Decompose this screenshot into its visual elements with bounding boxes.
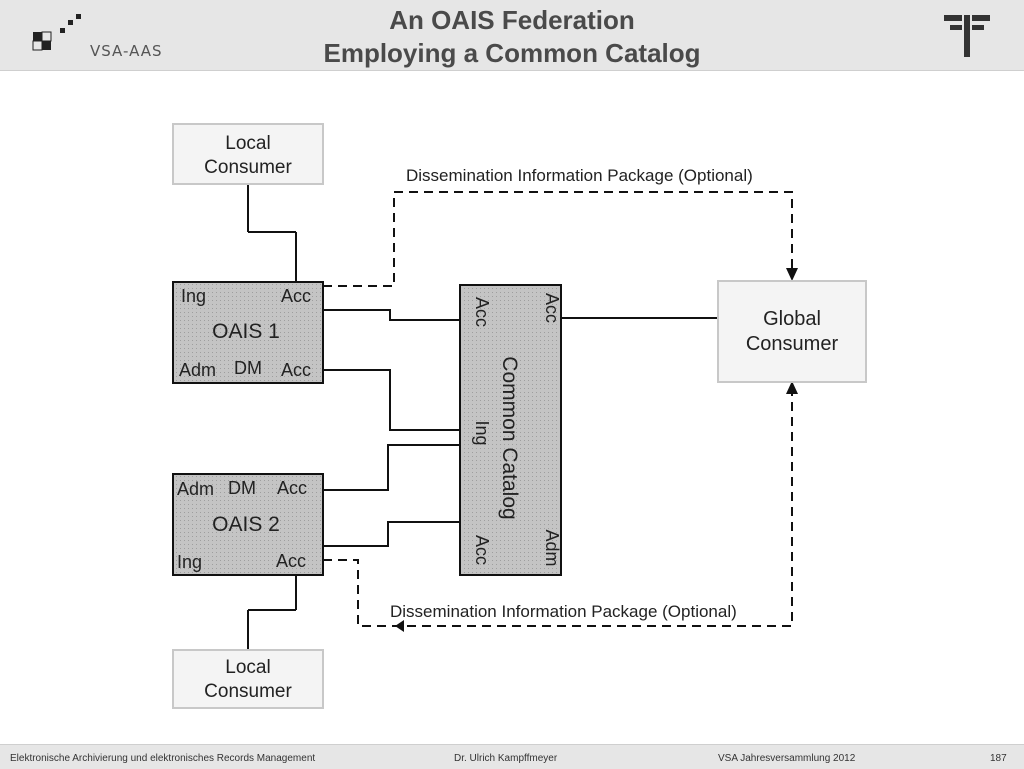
svg-text:Local: Local	[225, 657, 270, 678]
svg-text:Local: Local	[225, 133, 270, 154]
arrow-down-icon	[786, 268, 798, 281]
arrow-up-icon	[786, 381, 798, 394]
svg-text:OAIS 2: OAIS 2	[212, 513, 280, 536]
svg-text:Acc: Acc	[472, 535, 492, 565]
svg-text:Adm: Adm	[542, 529, 562, 566]
vsa-logo	[28, 10, 88, 60]
svg-text:Common Catalog: Common Catalog	[498, 356, 521, 519]
footer-author: Dr. Ulrich Kampffmeyer	[454, 753, 558, 764]
svg-text:Ing: Ing	[472, 420, 492, 445]
svg-text:Ing: Ing	[177, 552, 202, 572]
title-line-1: An OAIS Federation	[389, 5, 635, 35]
arrow-left-icon	[395, 620, 404, 632]
dashed-connectors	[323, 191, 793, 627]
footer-event: VSA Jahresversammlung 2012	[718, 753, 856, 764]
svg-text:Acc: Acc	[281, 360, 311, 380]
title-line-2: Employing a Common Catalog	[323, 38, 701, 68]
svg-text:Ing: Ing	[181, 286, 206, 306]
svg-text:Adm: Adm	[179, 360, 216, 380]
svg-text:Acc: Acc	[281, 286, 311, 306]
svg-text:OAIS 1: OAIS 1	[212, 320, 280, 343]
logo-text: VSA-AAS	[90, 42, 163, 60]
dip-label-top: Dissemination Information Package (Optio…	[406, 166, 753, 185]
svg-text:DM: DM	[228, 478, 256, 498]
svg-text:Acc: Acc	[276, 551, 306, 571]
svg-text:Consumer: Consumer	[204, 157, 292, 178]
svg-text:DM: DM	[234, 358, 262, 378]
global-consumer: Global Consumer	[717, 280, 867, 383]
footer-course: Elektronische Archivierung und elektroni…	[10, 753, 316, 764]
svg-text:Acc: Acc	[542, 293, 562, 323]
page-number: 187	[990, 753, 1007, 764]
right-logo	[944, 15, 992, 62]
checker-logo-icon	[32, 14, 81, 51]
local-consumer-bottom: Local Consumer	[172, 649, 324, 709]
oais-2-box: Adm DM Acc OAIS 2 Ing Acc	[172, 473, 324, 576]
oais-federation-diagram: Local Consumer Ing Acc OAIS 1 Adm DM Acc…	[172, 123, 867, 709]
dip-label-bottom: Dissemination Information Package (Optio…	[390, 602, 737, 621]
svg-text:Global: Global	[763, 308, 821, 330]
local-consumer-top: Local Consumer	[172, 123, 324, 185]
svg-text:Acc: Acc	[277, 478, 307, 498]
svg-text:Consumer: Consumer	[204, 681, 292, 702]
slide-header: VSA-AAS An OAIS Federation Employing a C…	[0, 0, 1024, 71]
svg-text:Acc: Acc	[472, 297, 492, 327]
svg-text:Adm: Adm	[177, 479, 214, 499]
common-catalog-box: Acc Acc Common Catalog Ing Acc Adm	[459, 284, 562, 576]
brand-mark-icon	[944, 15, 990, 57]
svg-text:Consumer: Consumer	[746, 333, 839, 355]
oais-1-box: Ing Acc OAIS 1 Adm DM Acc	[172, 281, 324, 384]
slide-footer: Elektronische Archivierung und elektroni…	[0, 744, 1024, 769]
solid-connectors	[247, 184, 718, 650]
page-title: An OAIS Federation Employing a Common Ca…	[262, 4, 762, 70]
